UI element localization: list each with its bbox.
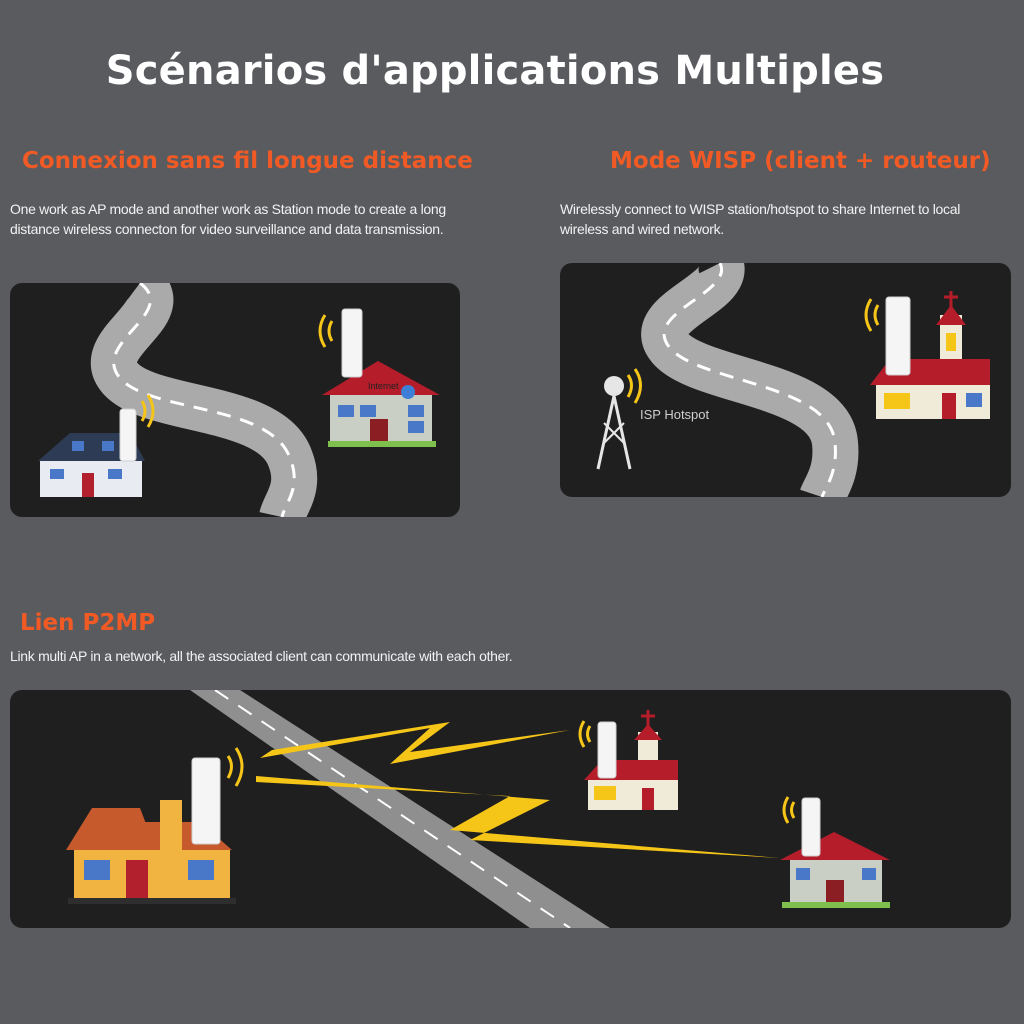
cpe-device-left-icon <box>119 394 155 462</box>
cpe-device-icon <box>864 296 911 376</box>
house-main-icon <box>66 800 236 904</box>
section-desc-p2mp: Link multi AP in a network, all the asso… <box>10 648 513 664</box>
isp-hotspot-label: ISP Hotspot <box>640 407 710 422</box>
house-right-icon: Internet <box>322 361 440 447</box>
isp-tower-icon <box>596 368 642 470</box>
road-illustration <box>190 690 610 928</box>
internet-sign: Internet <box>368 381 399 391</box>
house-right-icon <box>780 832 890 908</box>
cpe-device-right-icon <box>318 308 363 378</box>
road-illustration <box>641 263 859 497</box>
section-title-long-distance: Connexion sans fil longue distance <box>22 148 473 174</box>
cpe-device-church-icon <box>578 720 617 779</box>
house-left-icon <box>38 433 145 497</box>
section-title-p2mp: Lien P2MP <box>20 610 156 636</box>
road-illustration <box>90 283 318 517</box>
section-desc-long-distance: One work as AP mode and another work as … <box>10 201 446 237</box>
church-icon <box>870 291 990 419</box>
section-title-wisp: Mode WISP (client + routeur) <box>610 148 991 174</box>
cpe-device-main-icon <box>191 747 244 845</box>
cpe-device-right-icon <box>782 796 821 857</box>
section-desc-wisp: Wirelessly connect to WISP station/hotsp… <box>560 201 961 237</box>
page-title: Scénarios d'applications Multiples <box>105 48 885 94</box>
scene-p2mp <box>10 690 1011 928</box>
scene-long-distance: Internet <box>10 283 460 517</box>
signal-lightning-icon <box>256 722 780 858</box>
scene-wisp: ISP Hotspot <box>560 263 1011 497</box>
